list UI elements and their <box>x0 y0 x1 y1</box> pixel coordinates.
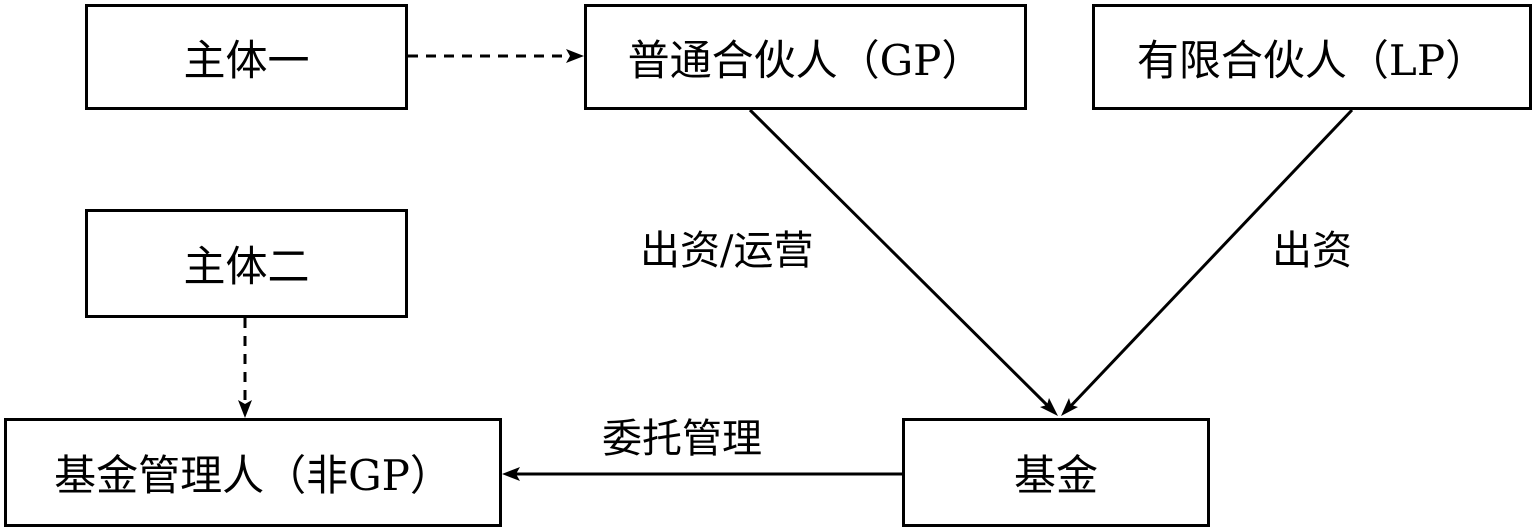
node-fund-label: 基金 <box>1013 451 1098 500</box>
node-entity-two: 主体二 <box>85 209 408 318</box>
arrowhead-lp-to-fund <box>1061 398 1078 416</box>
node-fund: 基金 <box>902 418 1210 527</box>
edge-label-invest: 出资 <box>1272 228 1352 274</box>
node-fund-manager-label: 基金管理人（非GP） <box>54 451 452 500</box>
arrowhead-fund-to-manager <box>502 467 520 481</box>
node-limited-partner-label: 有限合伙人（LP） <box>1136 35 1488 85</box>
edge-label-invest-operate: 出资/运营 <box>640 228 814 274</box>
node-fund-manager: 基金管理人（非GP） <box>4 418 502 527</box>
node-entity-one: 主体一 <box>85 4 408 110</box>
node-general-partner-label: 普通合伙人（GP） <box>627 35 984 85</box>
arrowhead-gp-to-fund <box>1040 398 1058 416</box>
edge-lp-to-fund <box>1065 108 1354 412</box>
edge-label-entrusted-management: 委托管理 <box>602 416 762 462</box>
node-limited-partner: 有限合伙人（LP） <box>1092 4 1532 110</box>
node-general-partner: 普通合伙人（GP） <box>584 4 1027 110</box>
arrowhead-entity-one-to-gp <box>566 49 584 63</box>
node-entity-two-label: 主体二 <box>183 242 310 291</box>
node-entity-one-label: 主体一 <box>183 35 310 85</box>
arrowhead-entity-two-to-manager <box>238 400 252 418</box>
edge-gp-to-fund <box>748 108 1054 412</box>
